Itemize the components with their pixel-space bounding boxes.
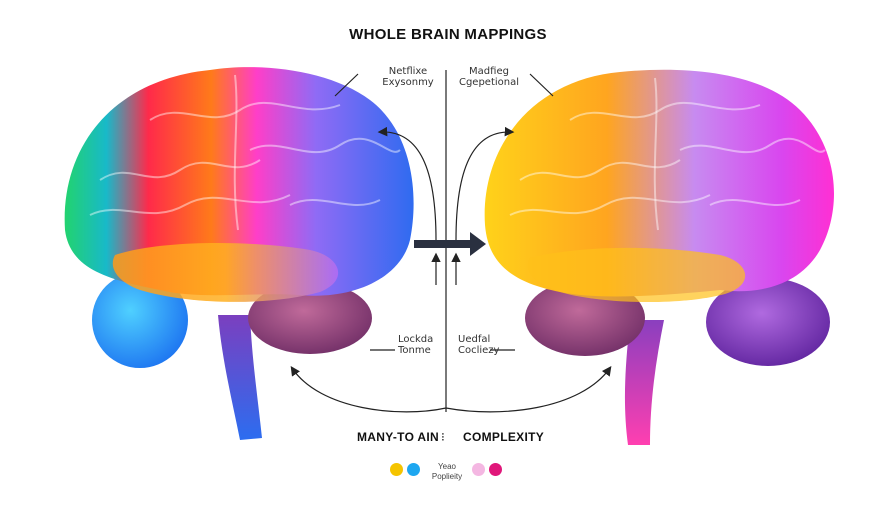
label-top-right-line1: Madfieg: [469, 66, 509, 77]
label-top-left-line1: Netflixe: [388, 66, 428, 77]
label-mid-right: Uedfal Cocliezy: [458, 334, 510, 356]
diagram-title: WHOLE BRAIN MAPPINGS: [349, 26, 547, 43]
label-mid-right-line1: Uedfal: [458, 334, 491, 345]
legend-text-line1: Yeao: [438, 462, 456, 471]
left-blob: [92, 272, 188, 368]
bottom-right-curve: [445, 366, 612, 413]
right-temporal-lobe: [527, 247, 746, 303]
label-top-right-line2: Cgepetional: [458, 77, 520, 88]
right-brainstem: [624, 320, 664, 445]
right-gyri: [509, 77, 826, 231]
right-curve-arrow: [455, 126, 515, 241]
bottom-separator: ⁝: [441, 430, 446, 444]
left-curve-arrow: [377, 126, 437, 241]
label-top-right: Madfieg Cgepetional: [456, 66, 522, 88]
label-mid-left-line2: Tonme: [398, 345, 431, 356]
left-temporal-lobe: [112, 243, 339, 302]
top-left-leader: [334, 73, 359, 97]
label-mid-left: Lockda Tonme: [398, 334, 444, 356]
right-brain: [484, 69, 834, 445]
main-arrow-shaft: [414, 240, 474, 248]
main-arrow-head: [470, 232, 486, 256]
bottom-right-text: COMPLEXITY: [463, 430, 545, 444]
bottom-left-text: MANY-TO AIN: [357, 430, 439, 444]
right-cerebrum: [484, 69, 834, 297]
left-brainstem: [218, 315, 262, 440]
legend-text-line2: Poplieity: [431, 472, 463, 481]
center-main-arrow: [414, 232, 486, 256]
left-cerebrum: [64, 67, 414, 296]
legend-dot-magenta: [489, 463, 502, 476]
legend-dot-blue: [407, 463, 420, 476]
bottom-left-curve: [290, 366, 447, 413]
left-gyri: [89, 74, 401, 231]
left-cerebellum: [248, 282, 372, 354]
label-top-left-line2: Exysonmy: [382, 77, 434, 88]
label-top-left: Netflixe Exysonmy: [378, 66, 438, 88]
legend-text: Yeao Poplieity: [424, 462, 470, 482]
label-mid-left-line1: Lockda: [398, 334, 434, 345]
legend-dot-pink: [472, 463, 485, 476]
top-right-leader: [529, 73, 554, 97]
right-cerebellum-back: [706, 278, 830, 366]
legend-dot-yellow: [390, 463, 403, 476]
label-mid-right-line2: Cocliezy: [458, 345, 500, 356]
left-brain: [64, 67, 414, 440]
